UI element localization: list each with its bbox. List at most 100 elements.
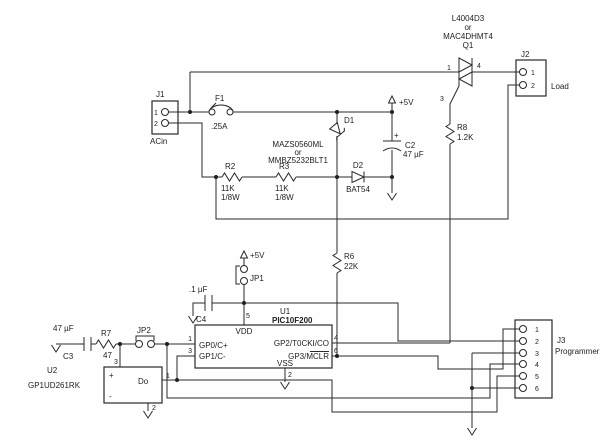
- power-symbols: +5V +5V: [239, 94, 414, 260]
- q1-part-line2: or: [464, 23, 471, 32]
- ic-u1-pic10f200: U1 PIC10F200 VDD GP0/C+ GP1/C- GP2/T0CKI…: [188, 307, 338, 379]
- resistor-r7: R7 47: [95, 329, 117, 360]
- f1-value: .25A: [211, 122, 228, 131]
- capacitor-c4: .1 µF C4: [189, 285, 213, 324]
- j1-pin2-number: 2: [154, 121, 158, 128]
- net-triac-gate-gp2: [332, 85, 460, 344]
- triac-q1: L4004D3 or MAC4DHMT4 Q1 1 4 3: [440, 14, 493, 103]
- net-gp1-do: [162, 355, 520, 413]
- junction-dot: [175, 378, 179, 382]
- u2-plus-label: +: [109, 371, 114, 380]
- plus5v-arrow-icon: [387, 94, 397, 104]
- plus5v-arrow-icon: [239, 249, 249, 259]
- r3-zigzag: [275, 172, 297, 182]
- r2-rating: 1/8W: [221, 193, 240, 202]
- ground-icon: [387, 192, 397, 201]
- u1-pin-gp3-label: GP3/MCLR: [288, 352, 329, 361]
- u1-body: [194, 324, 333, 369]
- f1-refdes: F1: [215, 94, 225, 103]
- j1-pin2-circle: [161, 119, 169, 127]
- u1-pin-gp0-label: GP0/C+: [199, 341, 228, 350]
- q1-bars: [458, 58, 473, 86]
- q1-pin1-number: 1: [447, 65, 451, 72]
- d2-triangle: [351, 170, 366, 184]
- jp1-shunt: [235, 265, 240, 285]
- u1-pin4-number: 4: [334, 335, 338, 342]
- jumper-jp2: JP2: [135, 326, 155, 348]
- q1-pin4-number: 4: [477, 63, 481, 70]
- j2-pin2-number: 2: [531, 83, 535, 90]
- junction-dot: [165, 342, 169, 346]
- d1-zener-bar: [336, 127, 345, 141]
- j1-pin1-number: 1: [154, 110, 158, 117]
- u1-pin-gp2-label: GP2/T0CKI/CO: [274, 339, 329, 348]
- c2-polarity: +: [394, 131, 399, 140]
- u2-refdes: U2: [47, 366, 58, 375]
- u1-pin-gp1-label: GP1/C-: [199, 352, 226, 361]
- c4-plates: [204, 295, 213, 311]
- d1-part-line3: MMBZ5232BLT1: [268, 156, 328, 165]
- ground-icon: [280, 381, 290, 390]
- j3-pin6-number: 6: [535, 386, 539, 393]
- r6-refdes: R6: [344, 252, 355, 261]
- u1-pin3-number: 3: [188, 348, 192, 355]
- f1-leader: [210, 102, 217, 109]
- j1-pin1-circle: [161, 108, 169, 116]
- r8-refdes: R8: [457, 123, 468, 132]
- ground-symbols: [51, 192, 477, 436]
- net-gp3-mclr: [332, 177, 520, 370]
- r2-value: 11K: [221, 184, 235, 193]
- q1-triangle: [458, 57, 474, 73]
- u1-pin-gp3-prefix: GP3/: [288, 352, 307, 361]
- resistor-r6: R6 22K: [332, 252, 359, 274]
- ic-u2-ir-receiver: U2 GP1UD261RK + - Do 3 1 2: [28, 359, 170, 412]
- u2-pin1-number: 1: [166, 373, 170, 380]
- j3-pin4-number: 4: [535, 362, 539, 369]
- ground-icon: [188, 315, 198, 324]
- u1-part: PIC10F200: [272, 316, 313, 325]
- q1-triangle: [457, 71, 473, 87]
- capacitor-c3: 47 µF C3: [53, 324, 92, 361]
- r2-refdes: R2: [225, 162, 236, 171]
- junction-dot: [242, 301, 246, 305]
- j3-pin6-circle: [519, 384, 527, 392]
- junction-dot: [214, 175, 218, 179]
- d2-refdes: D2: [353, 161, 364, 170]
- j3-body: [514, 319, 553, 399]
- f1-element: [208, 104, 234, 112]
- junction-dot: [118, 342, 122, 346]
- u1-pin1-number: 1: [188, 336, 192, 343]
- connector-j1: 1 2 J1 ACin: [150, 90, 179, 146]
- r6-value: 22K: [344, 262, 359, 271]
- junction-dot: [390, 175, 394, 179]
- u1-pin-vss-label: VSS: [277, 359, 293, 368]
- j2-pin1-number: 1: [531, 70, 535, 77]
- q1-pin3-number: 3: [440, 96, 444, 103]
- c2-refdes: C2: [405, 141, 416, 150]
- j2-name: Load: [551, 82, 569, 91]
- j3-pin3-number: 3: [535, 351, 539, 358]
- net-ac-hot: [168, 71, 459, 113]
- r7-refdes: R7: [101, 329, 112, 338]
- r8-zigzag: [445, 123, 455, 145]
- capacitor-c2: + C2 47 µF: [382, 131, 424, 159]
- d1-refdes: D1: [344, 116, 355, 125]
- d1-part-line2: or: [294, 148, 301, 157]
- junction-dot: [470, 386, 474, 390]
- f1-terminal: [208, 108, 216, 116]
- u2-body: [103, 366, 163, 404]
- j3-name: Programmer: [555, 347, 600, 356]
- u1-pin6-number: 6: [334, 348, 338, 355]
- j3-pin5-circle: [519, 372, 527, 380]
- j3-pin2-number: 2: [535, 339, 539, 346]
- c3-refdes: C3: [63, 352, 74, 361]
- jp2-shunt: [135, 335, 155, 341]
- q1-refdes: Q1: [463, 41, 474, 50]
- u2-pin3-number: 3: [114, 359, 118, 366]
- c2-value: 47 µF: [403, 150, 424, 159]
- net-vdd: [212, 258, 520, 342]
- j3-pin1-circle: [519, 325, 527, 333]
- junction-dot: [188, 110, 192, 114]
